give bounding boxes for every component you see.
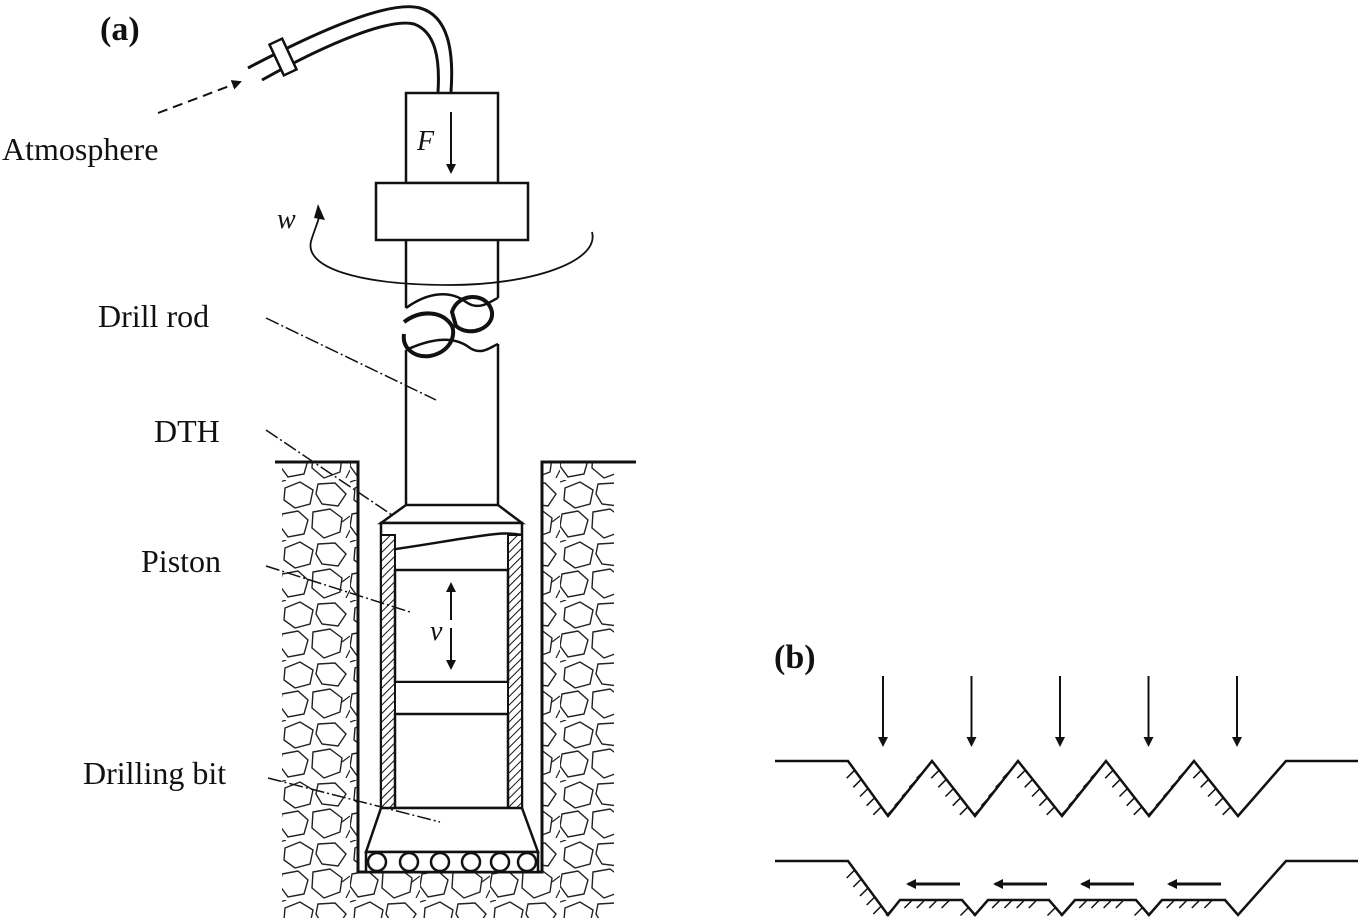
callout-drill-rod: Drill rod (98, 298, 209, 334)
drill-bit (364, 806, 540, 874)
tooth-profile-shear (775, 859, 1358, 918)
leader-drilling-bit (267, 777, 441, 823)
leader-dth (265, 429, 393, 516)
piston: v (393, 568, 510, 810)
casing-wall-right (507, 534, 523, 809)
tooth-profile-indentation (775, 758, 1358, 819)
callouts: Atmosphere Drill rod DTH Piston Drilling… (2, 131, 441, 823)
callout-drilling-bit: Drilling bit (83, 755, 226, 791)
leader-drill-rod (265, 317, 437, 401)
rock-formation (275, 460, 636, 918)
rotary-head: F (374, 91, 530, 242)
callout-atmosphere: Atmosphere (2, 131, 158, 167)
panel-b-label: (b) (774, 639, 816, 676)
air-hose (157, 5, 454, 114)
panel-b: (b) (774, 639, 1358, 918)
callout-dth: DTH (154, 413, 220, 449)
panel-a: (a) F w (2, 5, 636, 918)
hose-clamp (267, 36, 299, 78)
leader-piston (265, 565, 411, 613)
panel-a-label: (a) (100, 11, 140, 48)
load-arrows (878, 676, 1242, 747)
bit-buttons (366, 851, 538, 873)
callout-piston: Piston (141, 543, 221, 579)
velocity-symbol: v (430, 616, 443, 647)
casing-wall-left (380, 534, 396, 809)
force-symbol: F (416, 126, 435, 157)
air-inlet-arrow (157, 80, 242, 114)
rotation-indicator: w (277, 204, 594, 286)
drill-rod (401, 240, 500, 505)
rotation-symbol: w (277, 204, 296, 235)
